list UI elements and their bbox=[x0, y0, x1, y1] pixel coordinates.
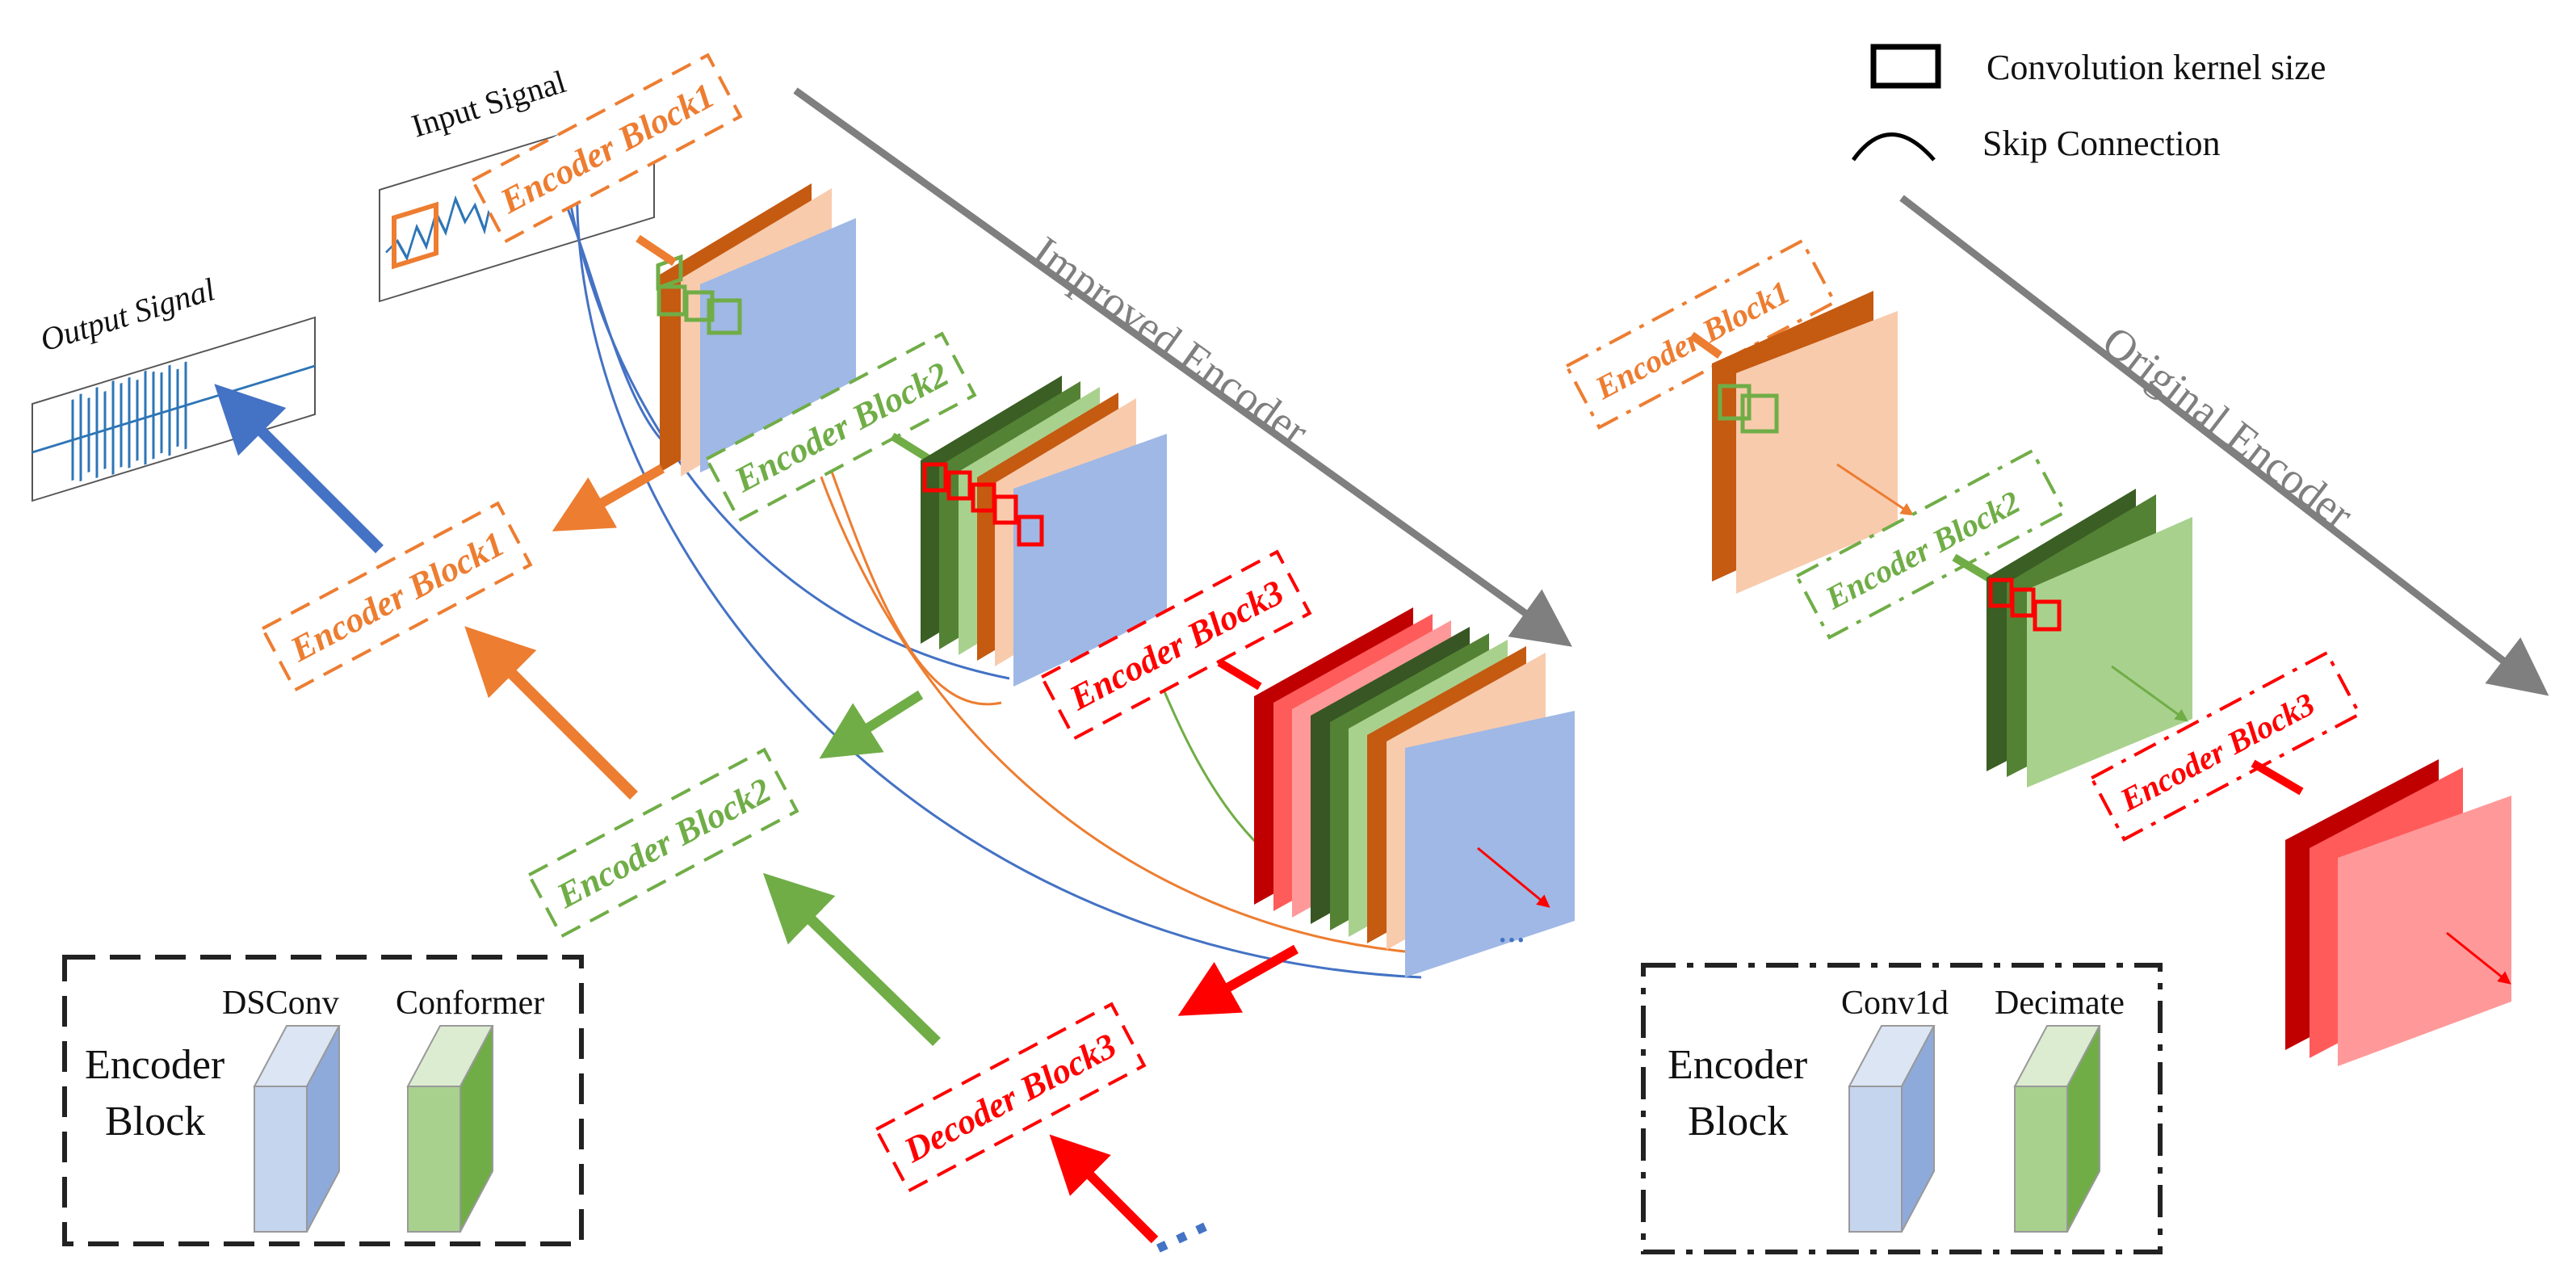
arrow-stack3-to-block3 bbox=[1177, 944, 1298, 1016]
left-panel-title-line1: Encoder bbox=[85, 1042, 224, 1088]
input-signal-label: Input Signal bbox=[407, 63, 569, 145]
original-stack-1 bbox=[1712, 291, 1914, 594]
left-encoder-block-panel: Encoder Block DSConv Conformer bbox=[62, 955, 584, 1246]
arrow-block3-to-block2 bbox=[762, 872, 941, 1047]
skip-legend-icon bbox=[1851, 132, 1936, 162]
stack1-in-arrow bbox=[636, 234, 677, 267]
stack2-kernel-5 bbox=[1017, 515, 1044, 547]
stack1-kernel-2 bbox=[684, 290, 715, 322]
stack3-in-arrow bbox=[1217, 658, 1262, 691]
stack2-in-arrow bbox=[890, 432, 931, 463]
svg-text:···: ··· bbox=[1498, 926, 1525, 956]
orig-stack1-kernel-1 bbox=[1718, 384, 1752, 421]
skip-legend-label: Skip Connection bbox=[1982, 124, 2221, 163]
orig-stack2-kernel-3 bbox=[2033, 599, 2062, 632]
arrow-to-output bbox=[214, 384, 384, 553]
stack1-kernel-3 bbox=[707, 298, 742, 335]
output-signal-plot bbox=[31, 316, 316, 502]
decoder-block1: Encoder Block1 bbox=[260, 501, 533, 692]
kernel-legend-label: Convolution kernel size bbox=[1987, 48, 2326, 87]
original-encoder-arrow bbox=[1899, 195, 2549, 696]
kernel-legend-icon bbox=[1870, 44, 1941, 89]
arrow-stack1-to-block1 bbox=[552, 464, 665, 531]
left-panel-title-line2: Block bbox=[105, 1098, 205, 1145]
decoder-block3: Decoder Block3 bbox=[874, 1002, 1147, 1193]
left-panel-item1-label: DSConv bbox=[222, 985, 339, 1022]
decoder-block3-label: Decoder Block3 bbox=[897, 1026, 1123, 1171]
improved-stack-3: ··· bbox=[1254, 607, 1575, 977]
right-panel-item2-label: Decimate bbox=[1995, 985, 2125, 1022]
orig-stack1-kernel-2 bbox=[1740, 393, 1779, 434]
skip-orange-2 bbox=[786, 363, 1422, 955]
original-stack-2 bbox=[1987, 489, 2192, 788]
right-panel-title-line2: Block bbox=[1688, 1098, 1788, 1145]
arrow-stack2-to-block2 bbox=[819, 690, 924, 759]
conformer-cube bbox=[406, 1025, 494, 1233]
output-signal-label: Output Signal bbox=[36, 271, 219, 358]
right-panel-item1-label: Conv1d bbox=[1841, 985, 1949, 1022]
improved-stack-2 bbox=[921, 376, 1167, 687]
decimate-cube bbox=[2013, 1025, 2101, 1233]
legend: Convolution kernel size Skip Connection bbox=[1851, 44, 2326, 163]
conv1d-cube bbox=[1848, 1025, 1936, 1233]
improved-encoder-arrow bbox=[793, 87, 1572, 647]
decoder-block2: Encoder Block2 bbox=[527, 747, 799, 939]
decoder-ellipsis: ▪ ▪ ▪ bbox=[1148, 1208, 1215, 1266]
left-panel-item2-label: Conformer bbox=[396, 985, 544, 1022]
stack2-kernel-4 bbox=[992, 494, 1018, 525]
dsconv-cube bbox=[253, 1025, 341, 1233]
decoder-block2-label: Encoder Block2 bbox=[550, 770, 778, 916]
original-stack-3 bbox=[2285, 759, 2511, 1066]
stack2-kernel-1 bbox=[922, 462, 948, 493]
arrow-into-block3 bbox=[1049, 1134, 1159, 1244]
arrow-block2-to-block1 bbox=[464, 626, 638, 800]
right-encoder-block-panel: Encoder Block Conv1d Decimate bbox=[1641, 963, 2163, 1254]
right-panel-title-line1: Encoder bbox=[1668, 1042, 1807, 1088]
stack2-kernel-2 bbox=[946, 470, 972, 501]
decoder-block1-label: Encoder Block1 bbox=[283, 523, 511, 670]
skip-blue-3 bbox=[576, 173, 1422, 979]
